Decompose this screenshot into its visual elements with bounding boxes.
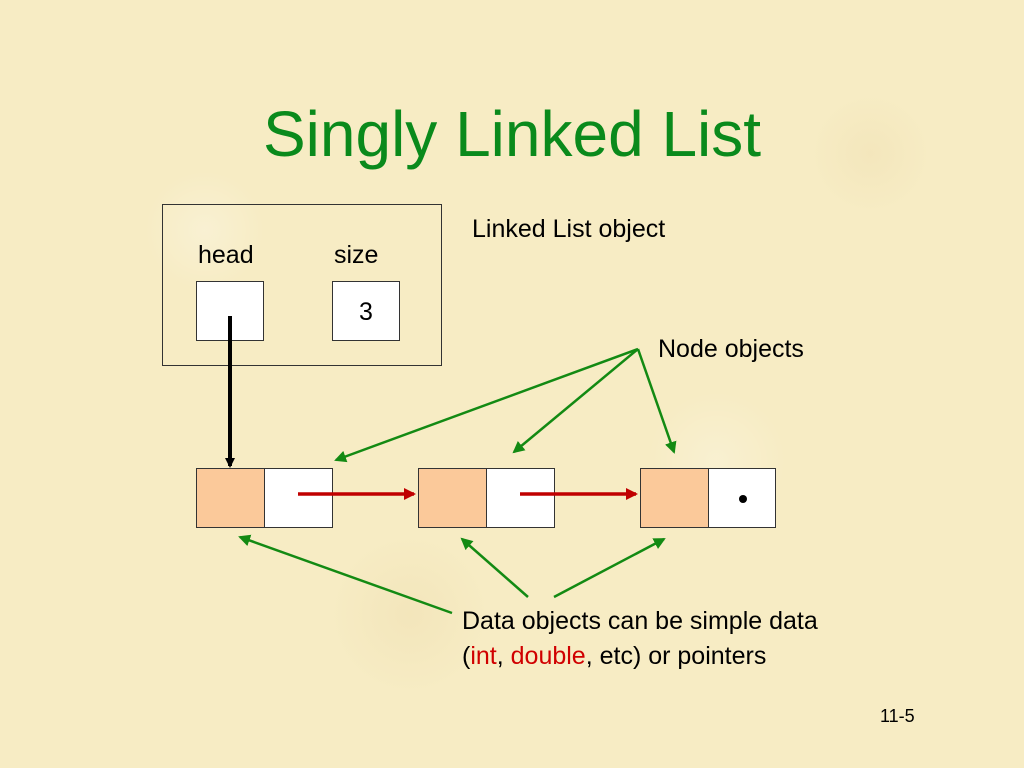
data-objects-note-line-1: Data objects can be simple data xyxy=(462,607,818,635)
head-label: head xyxy=(198,241,254,269)
page-number: 11-5 xyxy=(880,706,915,726)
node-objects-label: Node objects xyxy=(658,335,804,363)
node-3-next-cell xyxy=(708,468,776,528)
data-objects-arrow-2 xyxy=(460,537,529,598)
node-objects-arrow-2 xyxy=(512,348,639,454)
note-rest: , etc) or pointers xyxy=(585,642,767,670)
double-keyword: double xyxy=(510,642,586,670)
linked-list-object-box xyxy=(162,204,442,366)
linked-list-object-label: Linked List object xyxy=(472,215,666,243)
null-pointer-dot xyxy=(739,495,747,503)
size-field-box: 3 xyxy=(332,281,400,341)
node-objects-arrow-1 xyxy=(334,347,639,463)
size-label: size xyxy=(334,241,379,269)
slide-title: Singly Linked List xyxy=(262,98,762,170)
node-2-next-cell xyxy=(486,468,555,528)
data-objects-note-line-2: (int, double, etc) or pointers xyxy=(462,641,766,671)
int-keyword: int xyxy=(470,642,497,670)
node-objects-arrow-3 xyxy=(636,348,677,454)
size-value: 3 xyxy=(359,298,373,326)
data-objects-arrow-1 xyxy=(238,534,453,615)
data-objects-arrow-3 xyxy=(553,537,666,599)
head-field-box xyxy=(196,281,264,341)
note-comma: , xyxy=(496,642,511,670)
node-1-next-cell xyxy=(264,468,333,528)
note-open-paren: ( xyxy=(462,642,471,670)
